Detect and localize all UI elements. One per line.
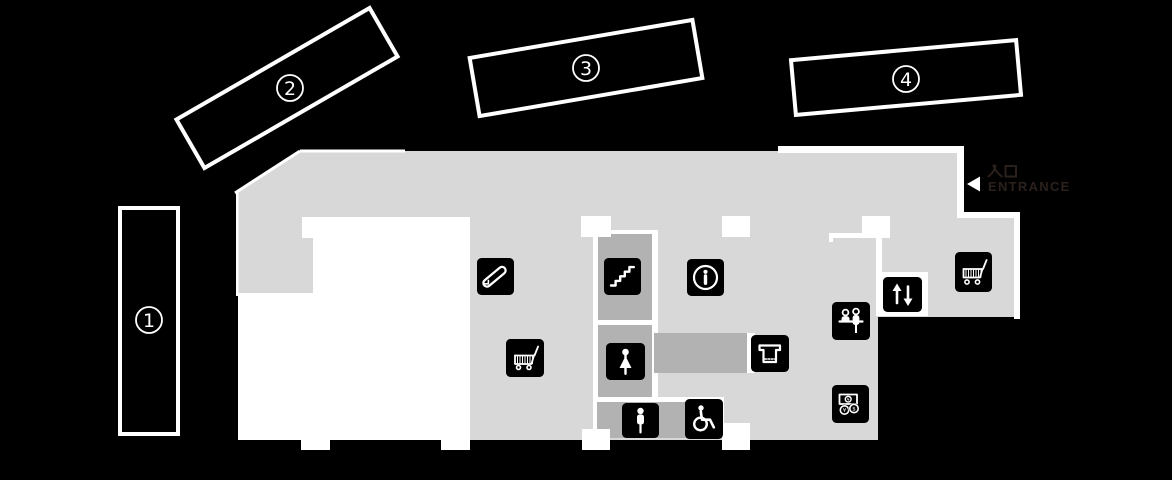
platform-4-badge [892, 65, 920, 93]
entrance-label-en: ENTRANCE [988, 179, 1071, 194]
shopping-cart-icon [506, 339, 544, 377]
doorway [441, 438, 470, 450]
floor-outline [234, 146, 1020, 319]
platform-2-badge [276, 74, 304, 102]
platform-4-number: 4 [900, 69, 912, 91]
entrance-arrow-icon [967, 176, 980, 192]
platform-1: 1 [118, 206, 180, 436]
svg-text:$: $ [852, 407, 856, 413]
stairs-icon [604, 258, 641, 295]
elevator-icon [883, 277, 922, 312]
atm-icon [751, 335, 789, 372]
platform-2: 2 [173, 5, 401, 171]
shopping-cart-icon [955, 252, 992, 292]
cash-icon: ¥ ¥ $ [832, 385, 869, 423]
platform-4: 4 [788, 37, 1024, 118]
svg-text:¥: ¥ [843, 408, 847, 414]
platform-2-number: 2 [284, 78, 296, 100]
doorways [581, 216, 890, 450]
corridor [654, 333, 747, 373]
accessible-restroom-icon [685, 399, 723, 439]
mens-restroom-icon [622, 403, 659, 438]
entrance-label-ja [987, 164, 1017, 178]
svg-text:¥: ¥ [847, 397, 850, 403]
platform-3-number: 3 [580, 58, 592, 80]
platform-3: 3 [467, 17, 705, 119]
platform-1-number: 1 [143, 310, 155, 332]
service-counter-icon [832, 302, 870, 340]
entrance-marker: ENTRANCE [967, 164, 1071, 194]
platform-3-badge [572, 54, 600, 82]
main-hall-room [238, 217, 470, 440]
womens-restroom-icon [606, 343, 645, 380]
information-icon [687, 259, 724, 296]
platform-1-badge [135, 306, 163, 334]
doorway [301, 438, 330, 450]
escalator-icon [477, 258, 514, 295]
